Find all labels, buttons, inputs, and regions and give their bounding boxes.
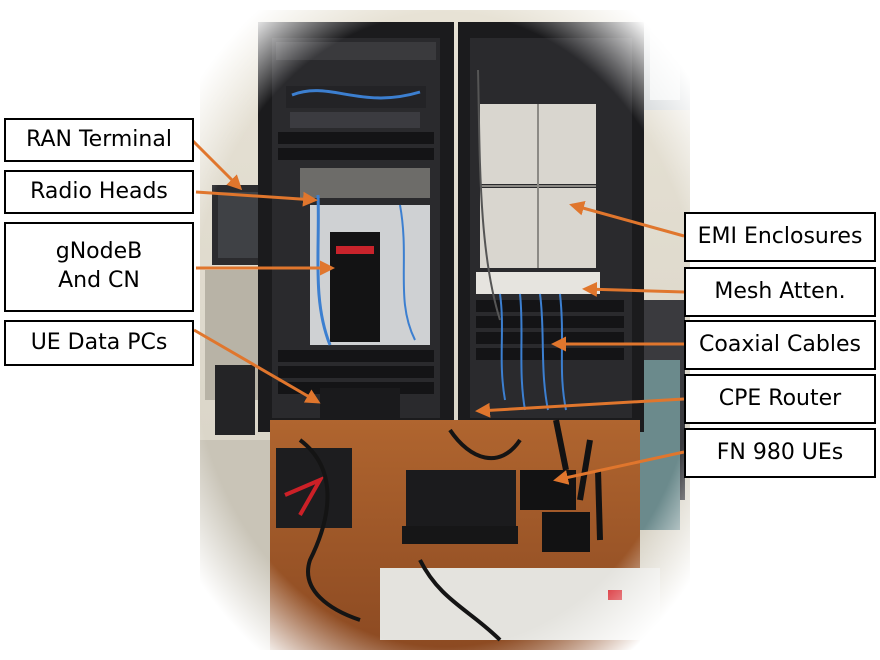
- arrow-cpe-router: [475, 397, 685, 418]
- photo-vignette: [180, 0, 710, 660]
- label-coaxial-cables: Coaxial Cables: [684, 320, 876, 370]
- label-gnodeb-line2: And CN: [58, 268, 140, 293]
- label-fn980-ues: FN 980 UEs: [684, 428, 876, 478]
- label-ran-terminal: RAN Terminal: [4, 118, 194, 162]
- label-fn980-ues-text: FN 980 UEs: [716, 439, 844, 465]
- arrow-ran-terminal: [190, 138, 243, 191]
- label-emi-enclosures: EMI Enclosures: [684, 212, 876, 262]
- label-cpe-router: CPE Router: [684, 374, 876, 424]
- callout-arrows: [190, 138, 685, 485]
- label-mesh-atten-text: Mesh Atten.: [714, 278, 846, 304]
- arrow-ue-data-pcs: [193, 328, 321, 404]
- label-ue-data-pcs-text: UE Data PCs: [30, 329, 168, 355]
- label-coaxial-cables-text: Coaxial Cables: [699, 331, 861, 357]
- label-ran-terminal-text: RAN Terminal: [26, 126, 172, 152]
- label-ue-data-pcs: UE Data PCs: [4, 320, 194, 366]
- label-cpe-router-text: CPE Router: [718, 385, 842, 411]
- label-mesh-atten: Mesh Atten.: [684, 267, 876, 317]
- label-emi-enclosures-text: EMI Enclosures: [697, 223, 863, 249]
- label-gnodeb-and-cn: gNodeB And CN: [4, 222, 194, 312]
- arrow-emi-enclosures: [569, 200, 685, 238]
- label-radio-heads-text: Radio Heads: [30, 178, 168, 204]
- label-radio-heads: Radio Heads: [4, 170, 194, 214]
- arrow-mesh-atten: [582, 281, 685, 297]
- label-gnodeb-line1: gNodeB: [55, 239, 143, 265]
- arrow-radio-heads: [195, 190, 318, 207]
- arrow-fn980-ues: [553, 450, 685, 485]
